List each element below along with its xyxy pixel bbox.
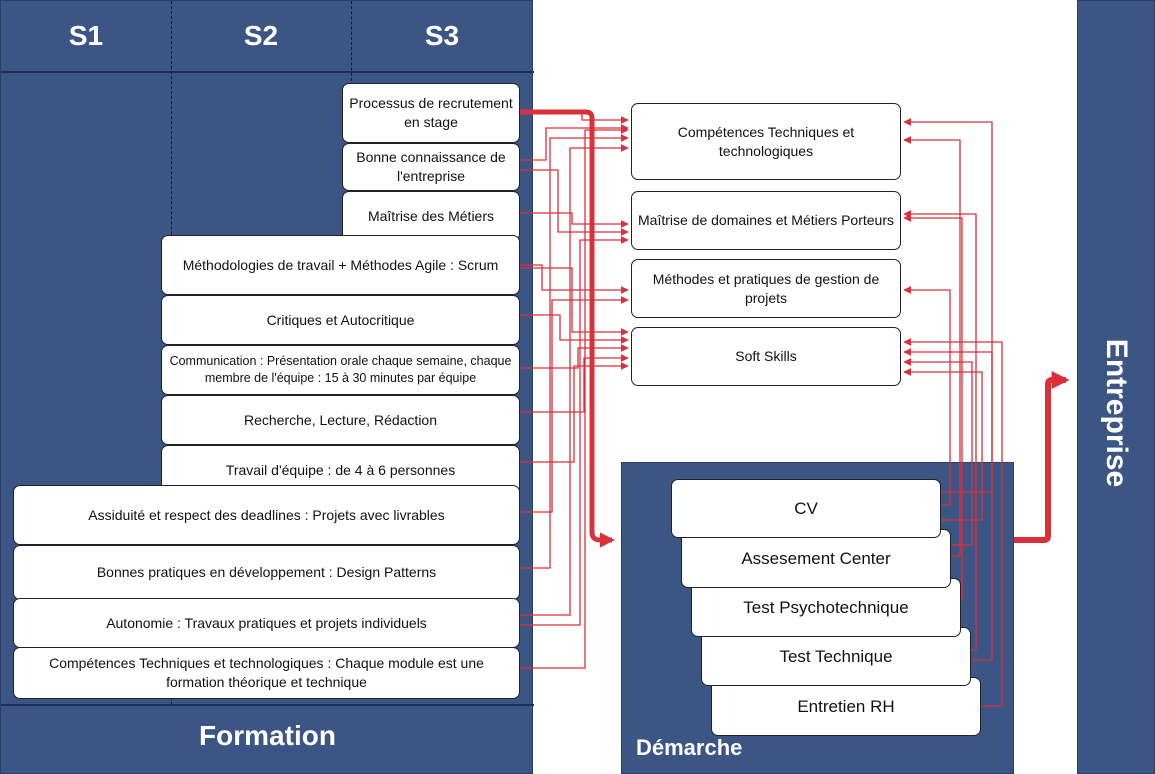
formation-item-assiduite: Assiduité et respect des deadlines : Pro… xyxy=(13,485,520,545)
arrow-metiers-domaines xyxy=(520,212,629,228)
arrow-communication-soft xyxy=(520,344,629,369)
competence-techniques: Compétences Techniques et technologiques xyxy=(631,103,901,180)
semester-s3: S3 xyxy=(424,20,460,51)
header-divider xyxy=(1,71,534,73)
formation-item-communication: Communication : Présentation orale chaqu… xyxy=(161,345,520,395)
arrow-autonomie-techniques xyxy=(520,144,629,616)
arrow-assiduite-gestion xyxy=(520,296,629,513)
competence-gestion-projets: Méthodes et pratiques de gestion de proj… xyxy=(631,259,901,318)
formation-title: Formation xyxy=(199,720,336,751)
semester-divider-2 xyxy=(351,1,352,91)
arrow-methodologies-gestion xyxy=(520,264,629,294)
formation-item-connaissance-entreprise: Bonne connaissance de l'entreprise xyxy=(342,143,520,191)
entreprise-title: Entreprise xyxy=(1100,338,1133,488)
demarche-title: Démarche xyxy=(636,735,743,760)
entreprise-panel: Entreprise xyxy=(1077,0,1155,774)
demarche-step-cv: CV xyxy=(671,479,941,538)
footer-divider xyxy=(1,704,534,706)
formation-item-methodologies: Méthodologies de travail + Méthodes Agil… xyxy=(161,235,520,295)
arrow-travail-equipe-soft xyxy=(520,362,629,463)
arrow-cv-techniques xyxy=(903,118,993,493)
formation-item-bonnes-pratiques: Bonnes pratiques en développement : Desi… xyxy=(13,545,520,600)
formation-item-critiques: Critiques et Autocritique xyxy=(161,295,520,345)
formation-item-autonomie: Autonomie : Travaux pratiques et projets… xyxy=(13,598,520,648)
arrow-connaissance-techniques xyxy=(520,124,629,161)
arrow-recherche-soft xyxy=(520,354,629,413)
formation-item-recherche: Recherche, Lecture, Rédaction xyxy=(161,395,520,445)
competence-soft-skills: Soft Skills xyxy=(631,327,901,386)
arrow-competences-techniques xyxy=(520,126,629,669)
semester-s2: S2 xyxy=(243,20,279,51)
formation-item-maitrise-metiers: Maîtrise des Métiers xyxy=(342,191,520,241)
arrow-critiques-soft xyxy=(520,314,629,344)
arrow-demarche-entreprise xyxy=(1014,371,1070,543)
arrow-methodologies-soft xyxy=(520,267,629,336)
arrow-autonomie-domaines xyxy=(520,236,629,626)
formation-item-recrutement: Processus de recrutement en stage xyxy=(342,83,520,143)
arrow-recrutement-techniques xyxy=(520,112,629,124)
semester-s1: S1 xyxy=(68,20,104,51)
formation-item-competences-techniques: Compétences Techniques et technologiques… xyxy=(13,647,520,699)
competence-domaines-metiers: Maîtrise de domaines et Métiers Porteurs xyxy=(631,191,901,250)
arrow-bonnes-pratiques-techniques xyxy=(520,134,629,569)
arrow-connaissance-domaines xyxy=(520,169,629,236)
arrow-formation-demarche xyxy=(520,109,615,548)
